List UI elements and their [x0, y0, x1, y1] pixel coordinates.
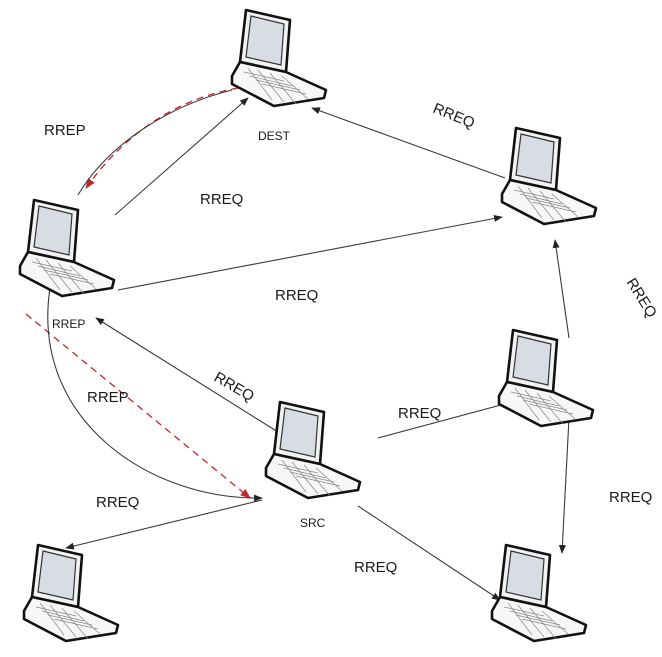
- label-left-to-right-top: RREQ: [275, 287, 318, 304]
- label-right-vertical-upper: RREQ: [623, 275, 660, 321]
- node-right-mid-laptop-icon: [497, 328, 595, 428]
- edge-src-to-bottom-left: [65, 499, 263, 550]
- edge-dest-to-left-solid: [77, 89, 233, 196]
- node-label-rrep: RREP: [52, 317, 85, 331]
- label-src-to-bottom-right: RREQ: [354, 559, 397, 576]
- node-src-laptop-icon: [264, 400, 362, 500]
- node-bottom-right-laptop-icon: [490, 543, 588, 643]
- edge-src-to-left: [95, 317, 279, 433]
- edge-right-vertical-lower: [558, 417, 570, 554]
- edge-right-vertical-upper: [552, 239, 570, 339]
- edge-left-to-dest: [114, 97, 249, 216]
- edge-src-to-bottom-right: [357, 505, 501, 601]
- label-dest-to-left-reply: RREP: [44, 122, 86, 139]
- label-right-top-to-dest: RREQ: [431, 100, 478, 132]
- node-right-top-laptop-icon: [500, 126, 598, 226]
- label-src-to-bottom-left: RREQ: [96, 494, 139, 511]
- node-dest-laptop-icon: [230, 8, 328, 108]
- edge-left-to-src-reply: [25, 313, 251, 499]
- edge-left-to-right-top: [117, 215, 503, 291]
- label-src-to-right-mid: RREQ: [398, 405, 441, 422]
- label-left-to-src-reply: RREP: [87, 389, 129, 406]
- label-src-to-left: RREQ: [211, 369, 257, 405]
- edge-src-to-right-mid: [377, 400, 513, 439]
- label-left-to-dest-request: RREQ: [200, 191, 243, 208]
- edge-right-top-to-dest: [311, 107, 506, 179]
- label-right-vertical-lower: RREQ: [609, 489, 652, 506]
- edge-left-to-src-solid: [47, 287, 263, 502]
- node-bottom-left-laptop-icon: [22, 543, 120, 643]
- node-left-laptop-icon: [18, 198, 116, 298]
- node-label-src: SRC: [300, 516, 326, 530]
- node-label-dest: DEST: [258, 129, 291, 143]
